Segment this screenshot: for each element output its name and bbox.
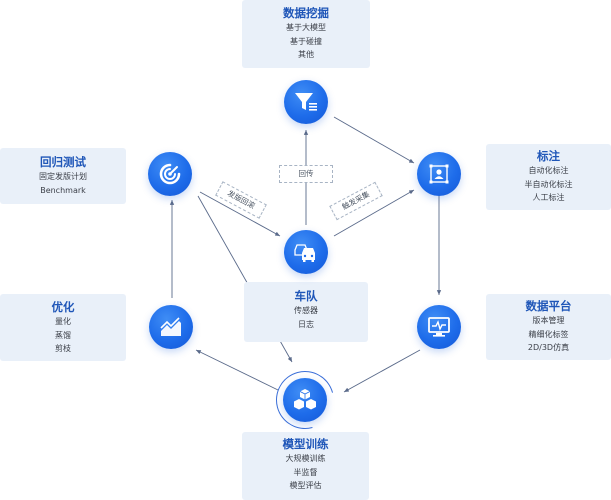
card-title: 优化: [51, 300, 75, 314]
card-line: 自动化标注: [528, 166, 569, 175]
card-optimize: 优化 量化 蒸馏 剪枝: [0, 294, 126, 361]
card-data-mining: 数据挖掘 基于大模型 基于碰撞 其他: [242, 0, 370, 68]
card-line: 日志: [298, 319, 314, 329]
edge-regression-to-fleet: [199, 191, 281, 237]
card-line: 固定发版计划: [39, 172, 87, 181]
card-line: 传感器: [294, 306, 318, 315]
node-regression-test[interactable]: [148, 152, 192, 196]
card-line: 2D/3D仿真: [527, 343, 570, 352]
node-optimize[interactable]: [149, 305, 193, 349]
node-model-training[interactable]: [283, 378, 327, 422]
gauge-icon: [158, 162, 182, 186]
card-line: 版本管理: [532, 316, 565, 325]
card-line: 蒸馏: [55, 330, 71, 340]
card-title: 车队: [294, 289, 318, 303]
card-fleet: 车队 传感器 日志: [244, 282, 368, 342]
node-fleet[interactable]: [284, 230, 328, 274]
edge-fleet-to-annotation: [333, 189, 415, 237]
monitor-icon: [427, 316, 451, 338]
card-line: 其他: [298, 50, 314, 59]
card-line: 大规模训练: [285, 454, 326, 463]
edge-training-to-optimize: [195, 349, 279, 391]
card-annotation: 标注 自动化标注 半自动化标注 人工标注: [486, 144, 611, 210]
card-line: 半监督: [293, 467, 318, 477]
card-title: 数据平台: [525, 299, 572, 313]
cubes-icon: [292, 388, 318, 412]
card-line: 模型评估: [289, 481, 322, 490]
card-title: 模型训练: [282, 437, 329, 451]
card-line: 人工标注: [532, 193, 565, 202]
edge-platform-to-training: [343, 349, 421, 393]
card-data-platform: 数据平台 版本管理 精细化标签 2D/3D仿真: [486, 294, 611, 360]
card-line: 半自动化标注: [524, 179, 573, 189]
card-line: 基于大模型: [286, 23, 326, 32]
card-line: 剪枝: [55, 344, 71, 353]
card-line: Benchmark: [40, 185, 86, 195]
card-title: 标注: [537, 149, 560, 163]
card-model-training: 模型训练 大规模训练 半监督 模型评估: [242, 432, 369, 500]
edge-label-return: 回传: [279, 165, 333, 183]
node-annotation[interactable]: [417, 152, 461, 196]
funnel-icon: [294, 91, 318, 113]
card-line: 基于碰撞: [290, 36, 322, 46]
edge-mining-to-annotation: [333, 116, 415, 164]
card-title: 回归测试: [40, 155, 86, 169]
card-regression: 回归测试 固定发版计划 Benchmark: [0, 148, 126, 204]
trend-chart-icon: [159, 316, 183, 338]
cars-icon: [293, 241, 319, 263]
card-line: 精细化标签: [528, 329, 569, 339]
person-frame-icon: [427, 162, 451, 186]
card-title: 数据挖掘: [283, 6, 329, 20]
node-data-mining[interactable]: [284, 80, 328, 124]
node-data-platform[interactable]: [417, 305, 461, 349]
card-line: 量化: [55, 317, 71, 326]
